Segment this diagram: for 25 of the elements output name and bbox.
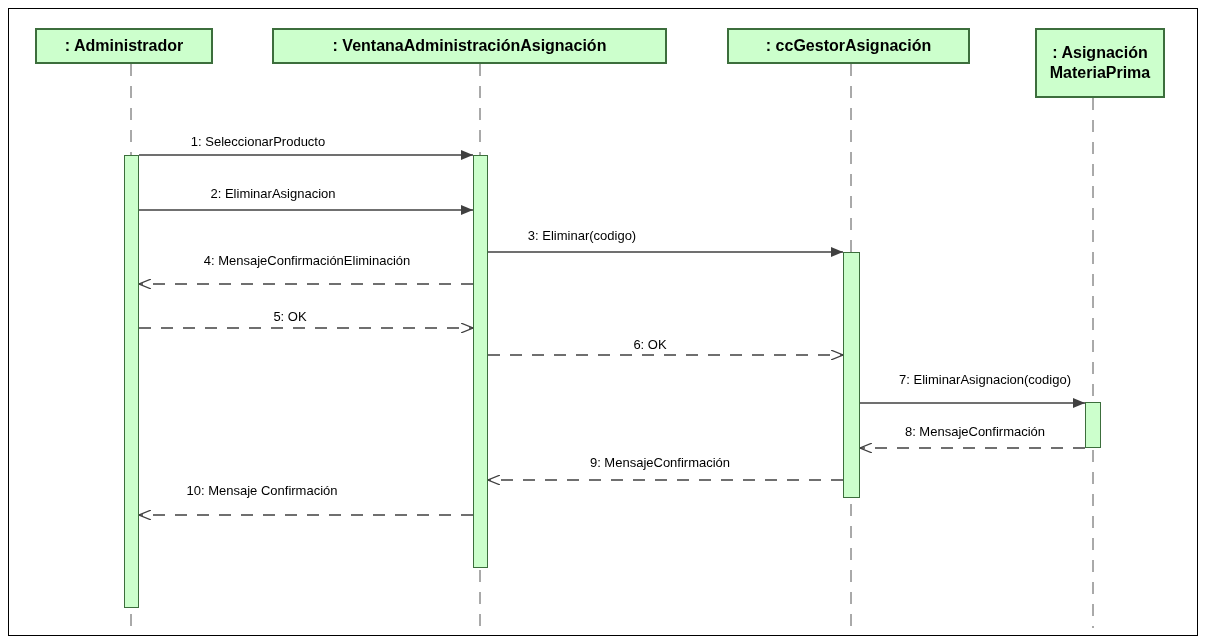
activation-bar — [843, 252, 860, 498]
message-arrow — [487, 349, 844, 361]
message-arrow — [487, 474, 844, 486]
message-label: 10: Mensaje Confirmación — [184, 483, 340, 499]
message-label: 2: EliminarAsignacion — [208, 186, 338, 202]
message-arrow — [487, 247, 844, 257]
message-label: 3: Eliminar(codigo) — [525, 228, 639, 244]
message-arrow — [138, 509, 474, 521]
message-arrow — [859, 398, 1086, 408]
lifeline-header: : VentanaAdministraciónAsignación — [272, 28, 667, 64]
activation-bar — [1085, 402, 1101, 448]
message-label: 7: EliminarAsignacion(codigo) — [897, 372, 1073, 388]
lifeline-header: : Administrador — [35, 28, 213, 64]
message-label: 9: MensajeConfirmación — [587, 455, 733, 471]
message-label: 8: MensajeConfirmación — [902, 424, 1048, 440]
lifeline-header: : Asignación MateriaPrima — [1035, 28, 1165, 98]
message-arrow — [138, 278, 474, 290]
message-arrow — [138, 150, 474, 160]
lifeline-header: : ccGestorAsignación — [727, 28, 970, 64]
message-label: 4: MensajeConfirmaciónEliminación — [201, 253, 413, 269]
message-arrow — [859, 442, 1086, 454]
message-arrow — [138, 322, 474, 334]
activation-bar — [473, 155, 488, 568]
activation-bar — [124, 155, 139, 608]
message-arrow — [138, 205, 474, 215]
